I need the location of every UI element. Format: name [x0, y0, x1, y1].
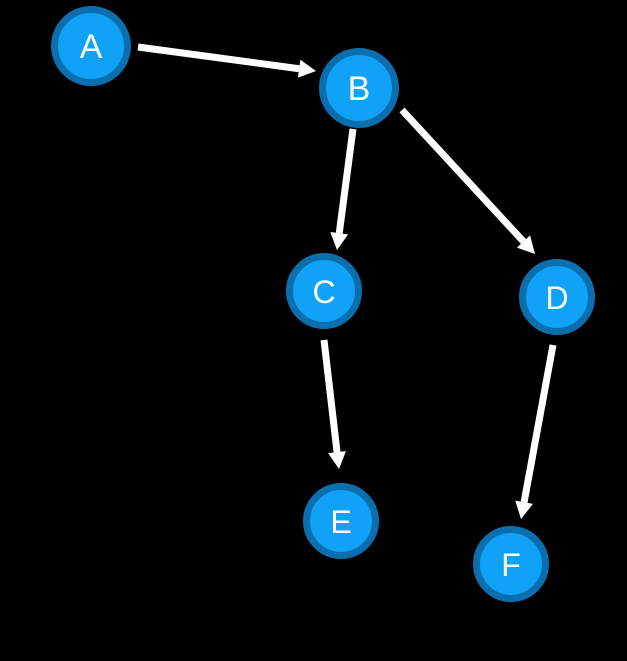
triangle-arrowhead: [330, 231, 349, 250]
triangle-arrowhead: [515, 500, 533, 519]
edge-b-c: [330, 128, 357, 250]
edge-a-b: [137, 43, 316, 78]
edge-b-d: [399, 107, 535, 254]
edge-shaft: [335, 128, 357, 234]
triangle-arrowhead: [328, 451, 346, 469]
node-label-b: B: [348, 70, 371, 108]
triangle-arrowhead: [516, 235, 535, 254]
edge-layer: [137, 43, 557, 519]
edge-shaft: [399, 107, 527, 244]
node-circle[interactable]: [51, 6, 131, 86]
graph-node-e[interactable]: E: [303, 483, 379, 559]
graph-node-f[interactable]: F: [473, 526, 549, 602]
graph-node-a[interactable]: A: [51, 6, 131, 86]
node-label-e: E: [330, 504, 351, 540]
node-circle[interactable]: [286, 253, 362, 329]
graph-node-c[interactable]: C: [286, 253, 362, 329]
triangle-arrowhead: [297, 59, 316, 78]
node-circle[interactable]: [519, 259, 595, 335]
edge-c-e: [320, 339, 346, 469]
node-label-c: C: [312, 274, 335, 310]
node-label-d: D: [545, 280, 568, 316]
graph-node-b[interactable]: B: [319, 48, 399, 128]
graph-node-d[interactable]: D: [519, 259, 595, 335]
node-label-a: A: [80, 28, 103, 66]
node-layer: A B C D E F: [51, 6, 595, 602]
node-circle[interactable]: [473, 526, 549, 602]
edge-shaft: [137, 43, 300, 73]
edge-shaft: [520, 344, 557, 503]
edge-shaft: [320, 339, 341, 453]
edge-d-f: [515, 344, 557, 519]
node-circle[interactable]: [303, 483, 379, 559]
node-label-f: F: [501, 547, 521, 583]
node-circle[interactable]: [319, 48, 399, 128]
